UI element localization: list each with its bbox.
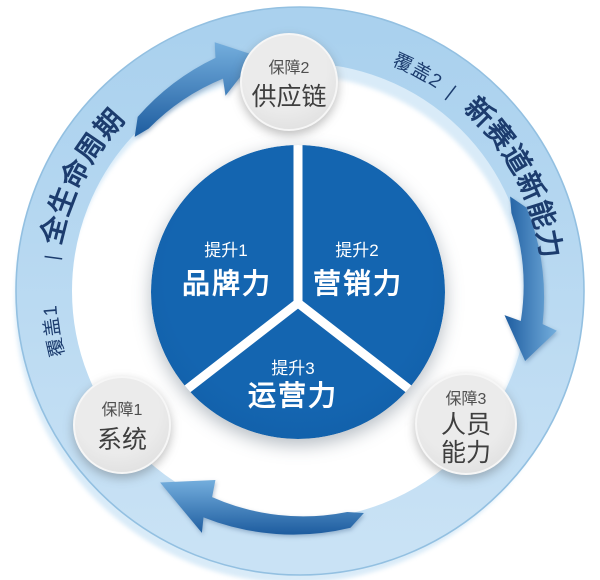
badge-supply-chain: 保障2 供应链 [240, 33, 338, 131]
pie-label-marketing: 营销力 [313, 268, 403, 299]
badge-supply-chain-label: 供应链 [251, 83, 326, 111]
badge-personnel: 保障3 人员 能力 [415, 373, 517, 475]
cycle-arrow-right-icon [504, 196, 557, 361]
pie-label-operations: 运营力 [248, 380, 338, 411]
badge-personnel-label-line2: 能力 [441, 439, 491, 467]
badge-system-circle [73, 376, 171, 474]
pie-sector-dividers [183, 145, 413, 394]
badge-supply-chain-tag: 保障2 [269, 59, 310, 77]
pie-sector-marketing: 提升2 营销力 [313, 241, 403, 299]
badge-system-label: 系统 [97, 426, 147, 454]
cycle-arrow-top-icon [134, 42, 257, 137]
badge-system: 保障1 系统 [73, 376, 171, 474]
arc-left-separator: | [42, 254, 63, 262]
badge-personnel-tag: 保障3 [446, 390, 487, 408]
svg-text:|: | [42, 254, 63, 262]
pie-sector-brand: 提升1 品牌力 [182, 241, 272, 299]
ring-outer-edge [15, 6, 585, 576]
badge-personnel-circle [415, 373, 517, 475]
cycle-arrow-bottom-icon [160, 480, 364, 535]
badge-system-tag: 保障1 [102, 401, 143, 419]
badge-personnel-label-line1: 人员 [441, 411, 491, 439]
badge-supply-chain-circle [240, 33, 338, 131]
pie-step-1: 提升1 [204, 241, 247, 260]
pie-step-2: 提升2 [335, 241, 378, 260]
center-pie [151, 145, 445, 439]
pie-label-brand: 品牌力 [182, 268, 272, 299]
pie-sector-operations: 提升3 运营力 [248, 359, 338, 411]
pie-step-3: 提升3 [271, 359, 314, 378]
